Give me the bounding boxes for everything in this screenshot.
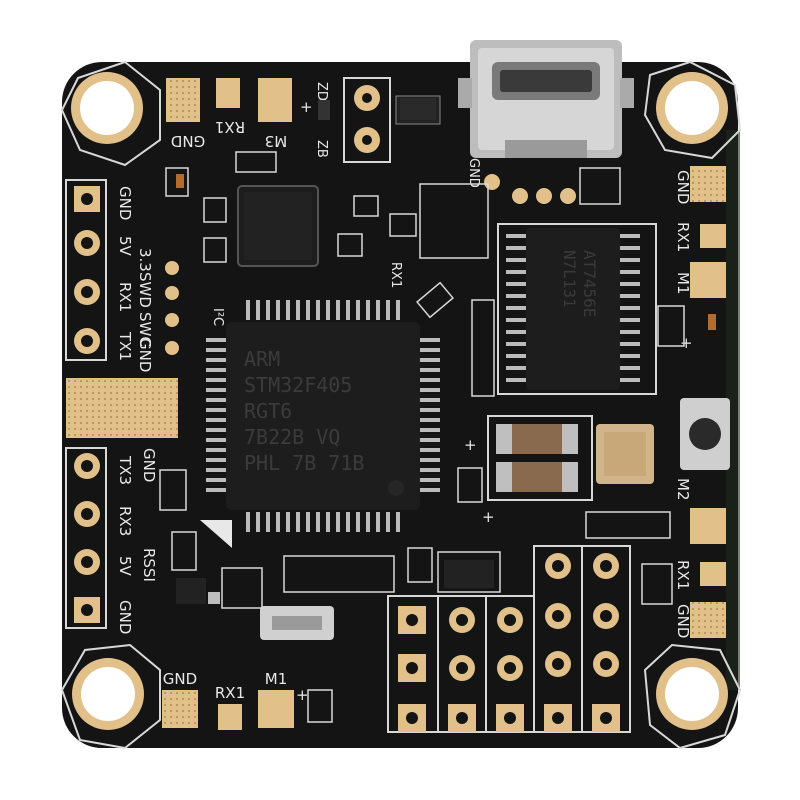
pad-gnd-right — [690, 166, 726, 202]
left-header-outline — [65, 179, 107, 361]
pad-gnd2-right — [690, 602, 726, 638]
pad-m2-right — [690, 508, 726, 544]
osd-line1: AT7456E — [580, 250, 599, 317]
label-5v-lower: 5V — [116, 556, 134, 577]
label-rx1-left: RX1 — [116, 282, 134, 312]
label-zb: ZB — [314, 140, 329, 158]
pad-m1-bottom — [258, 690, 294, 728]
mcu-line1: STM32F405 — [244, 373, 352, 397]
label-rx1-mid: RX1 — [388, 262, 403, 288]
pad-m1-right — [690, 262, 726, 298]
mounting-hole-top-right — [643, 60, 742, 160]
label-rx1b-right: RX1 — [674, 560, 692, 590]
label-plus-d: + — [296, 686, 309, 704]
label-tx1-left: TX1 — [116, 331, 134, 361]
label-m3: M3 — [265, 132, 288, 150]
usb-port — [458, 40, 634, 158]
label-rx1-bottom: RX1 — [215, 684, 245, 702]
mcu-line3: 7B22B VQ — [244, 425, 340, 449]
label-plus-top: + — [300, 98, 313, 116]
smd-components — [159, 151, 685, 723]
pad-rx1-right — [700, 224, 726, 248]
pad-m3 — [258, 78, 292, 122]
label-plus-b: + — [482, 508, 495, 526]
mounting-hole-top-left — [60, 60, 161, 167]
label-m1-bottom: M1 — [265, 670, 288, 688]
osd-line2: N7L131 — [560, 250, 579, 308]
label-gnd-top: GND — [171, 132, 205, 150]
mcu-line2: RGT6 — [244, 399, 292, 423]
label-gnd-usb: GND — [466, 158, 481, 188]
label-3v3-left: 3.3 — [136, 248, 154, 272]
label-rx1-top: RX1 — [215, 118, 245, 136]
boot-button — [680, 398, 730, 470]
label-i2c: I²C — [210, 308, 225, 326]
mcu-logo: ARM — [244, 347, 280, 371]
mounting-hole-bottom-left — [60, 643, 161, 750]
label-gnd2-right: GND — [674, 604, 692, 638]
smd-parts-fill — [176, 98, 716, 604]
capacitors — [487, 415, 593, 501]
pad-gnd-top — [166, 78, 200, 122]
pad-gnd-bottom — [162, 690, 198, 728]
pad-rx1-bottom — [218, 704, 242, 730]
left-lower-header-outline — [65, 447, 107, 629]
label-m2: M2 — [674, 478, 692, 501]
pad-rx1b-right — [700, 562, 726, 586]
pad-zd-zb — [343, 77, 391, 163]
label-rx1-right: RX1 — [674, 222, 692, 252]
label-gnd-left: GND — [116, 186, 134, 220]
battery-pad — [66, 378, 178, 438]
left-lower-header-pins — [74, 453, 100, 623]
pin1-marker — [200, 520, 232, 548]
small-crystal — [260, 606, 334, 640]
osd-chip — [497, 223, 657, 395]
label-gnd-right: GND — [674, 170, 692, 204]
pad-rx1-top — [216, 78, 240, 108]
label-zd: ZD — [314, 82, 329, 101]
label-gnd-bottom: GND — [163, 670, 197, 688]
mcu-chip — [206, 300, 440, 532]
label-rx3: RX3 — [116, 506, 134, 536]
label-gnd-lower: GND — [116, 600, 134, 634]
mounting-hole-bottom-right — [643, 643, 742, 750]
label-swd-left: SWD — [136, 272, 154, 308]
label-5v-left: 5V — [116, 236, 134, 257]
label-tx3: TX3 — [116, 455, 134, 485]
left-header-pins — [74, 186, 100, 354]
label-rssi: RSSI — [140, 548, 158, 582]
label-plus-c: + — [680, 334, 693, 352]
crystal-oscillator — [596, 424, 654, 484]
esc-signal-header — [387, 545, 631, 733]
label-gnd2-left: GND — [136, 338, 154, 372]
mcu-line4: PHL 7B 71B — [244, 451, 364, 475]
label-plus-a: + — [464, 436, 477, 454]
gyro-chip — [237, 185, 319, 267]
swd-test-pads — [165, 261, 179, 355]
label-swc-left: SWC — [136, 312, 154, 347]
label-gnd-mid-left: GND — [140, 448, 158, 482]
label-m1-right: M1 — [674, 272, 692, 295]
